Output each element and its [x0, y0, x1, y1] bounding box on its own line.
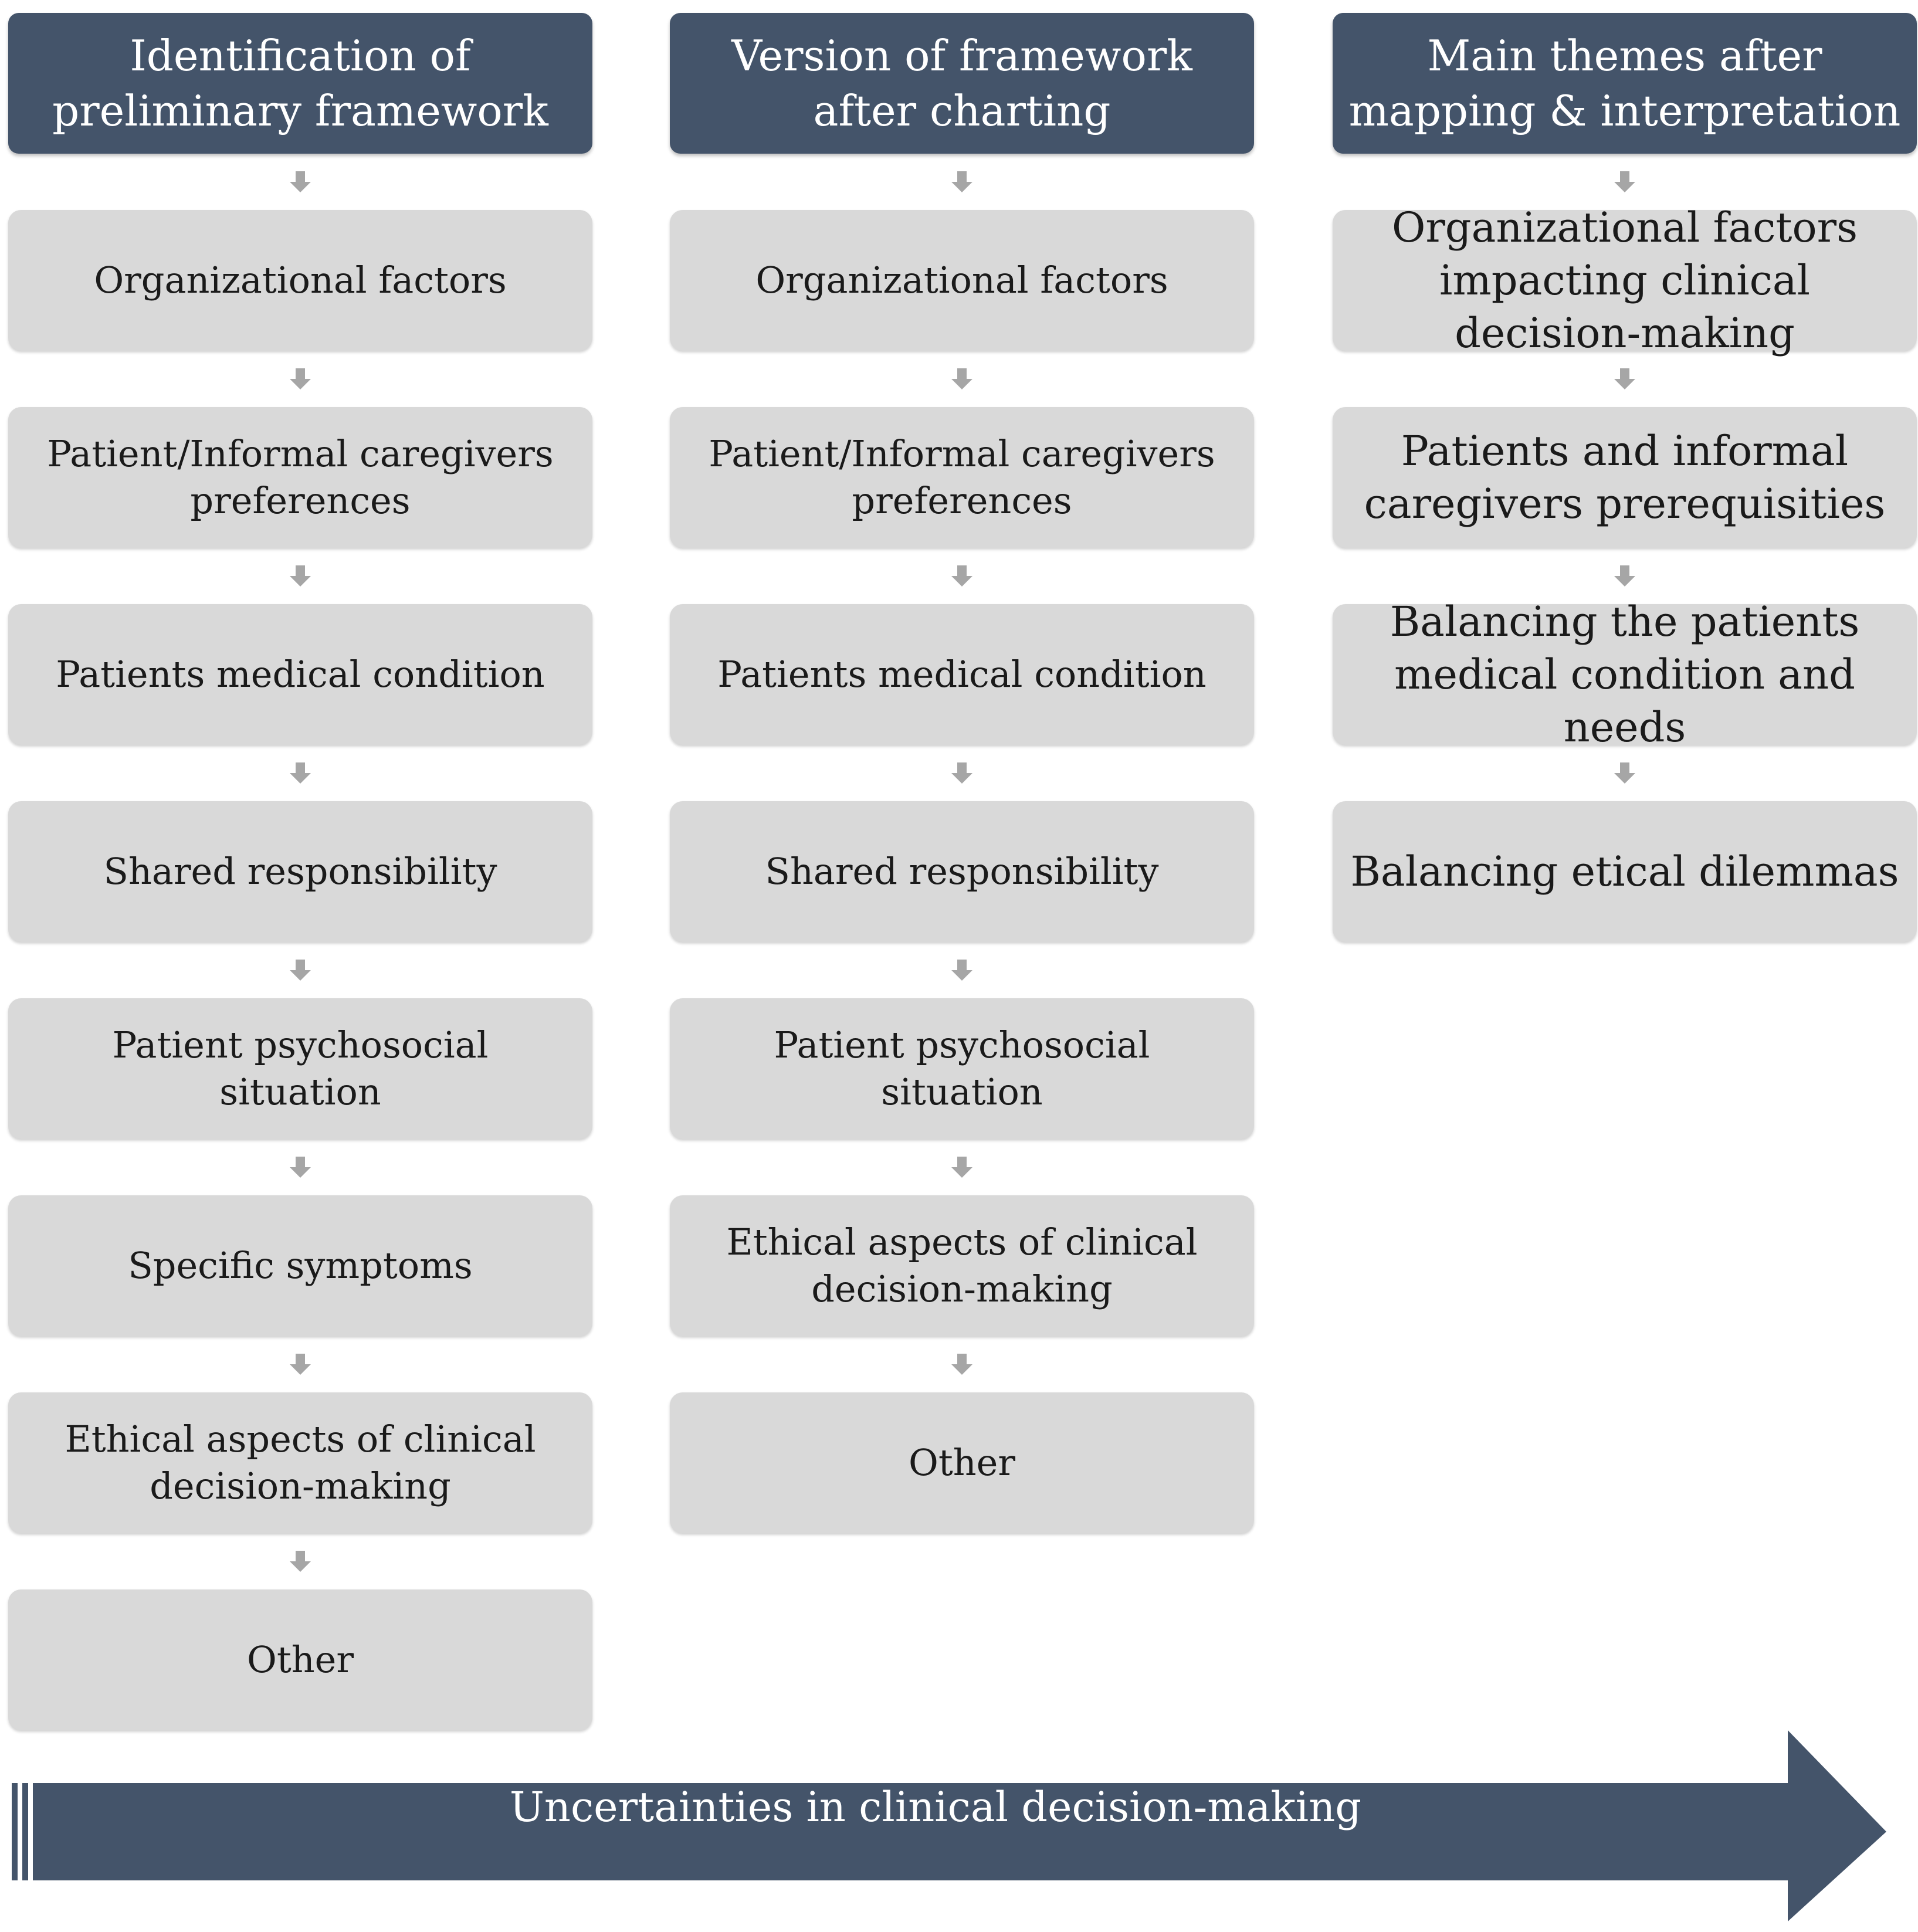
framework-box: Shared responsibility: [8, 801, 592, 942]
down-arrow-icon: [8, 942, 592, 998]
timeline-arrow-label: Uncertainties in clinical decision-makin…: [509, 1783, 1362, 1831]
down-arrow-icon: [670, 745, 1254, 801]
down-arrow-icon: [8, 745, 592, 801]
column-3: Main themes after mapping & interpretati…: [1333, 13, 1917, 942]
framework-box: Patients medical condition: [670, 604, 1254, 745]
framework-box: Other: [8, 1589, 592, 1730]
column-header: Main themes after mapping & interpretati…: [1333, 13, 1917, 154]
timeline-arrow-stripe: [22, 1783, 28, 1880]
framework-box: Organizational factors impacting clinica…: [1333, 204, 1917, 357]
framework-box: Balancing etical dilemmas: [1333, 801, 1917, 942]
down-arrow-icon: [1333, 351, 1917, 407]
down-arrow-icon: [8, 1533, 592, 1589]
down-arrow-icon: [8, 154, 592, 210]
down-arrow-icon: [670, 1336, 1254, 1392]
down-arrow-icon: [8, 351, 592, 407]
framework-box: Patient/Informal caregivers preferences: [670, 407, 1254, 548]
down-arrow-icon: [670, 942, 1254, 998]
framework-box: Shared responsibility: [670, 801, 1254, 942]
framework-box: Specific symptoms: [8, 1195, 592, 1336]
column-header: Identification of preliminary framework: [8, 13, 592, 154]
framework-box: Patient psychosocial situation: [8, 998, 592, 1139]
down-arrow-icon: [8, 548, 592, 604]
framework-box: Patients medical condition: [8, 604, 592, 745]
down-arrow-icon: [670, 154, 1254, 210]
framework-box: Organizational factors: [8, 210, 592, 351]
framework-box: Ethical aspects of clinical decision-mak…: [8, 1392, 592, 1533]
timeline-arrow-stripe: [12, 1783, 18, 1880]
framework-box: Other: [670, 1392, 1254, 1533]
framework-box: Organizational factors: [670, 210, 1254, 351]
down-arrow-icon: [1333, 154, 1917, 210]
timeline-arrow-body: [33, 1730, 1886, 1921]
down-arrow-icon: [670, 351, 1254, 407]
down-arrow-icon: [670, 1139, 1254, 1195]
down-arrow-icon: [8, 1336, 592, 1392]
framework-box: Patient psychosocial situation: [670, 998, 1254, 1139]
framework-box: Patients and informal caregivers prerequ…: [1333, 407, 1917, 548]
down-arrow-icon: [670, 548, 1254, 604]
framework-box: Patient/Informal caregivers preferences: [8, 407, 592, 548]
column-header: Version of framework after charting: [670, 13, 1254, 154]
framework-box: Ethical aspects of clinical decision-mak…: [670, 1195, 1254, 1336]
down-arrow-icon: [1333, 548, 1917, 604]
down-arrow-icon: [8, 1139, 592, 1195]
timeline-arrow: [12, 1730, 1886, 1921]
down-arrow-icon: [1333, 745, 1917, 801]
framework-box: Balancing the patients medical condition…: [1333, 598, 1917, 751]
